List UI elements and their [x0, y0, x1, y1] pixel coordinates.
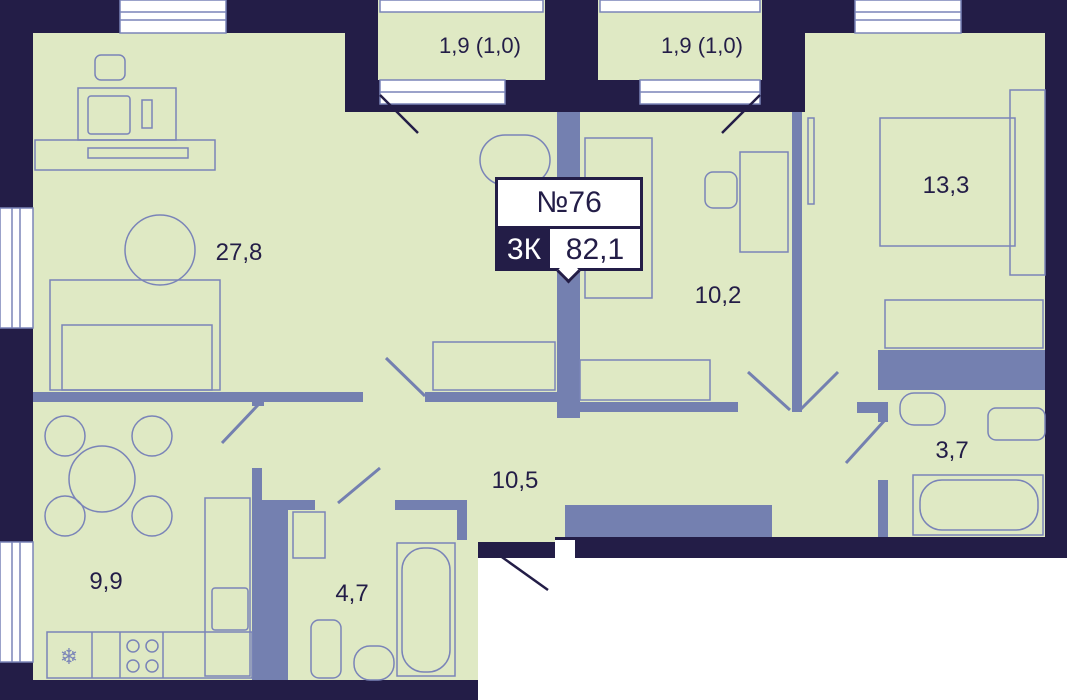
hallway-area: 10,5	[491, 467, 539, 494]
washer	[292, 511, 326, 559]
kitchen-sink	[211, 587, 249, 631]
total-area: 82,1	[565, 233, 625, 266]
windows	[0, 0, 962, 663]
living-room-area: 27,8	[215, 239, 263, 266]
bathroom-right-area: 3,7	[935, 437, 969, 464]
kitchen-counter	[204, 497, 251, 677]
room-count: 3К	[498, 229, 550, 271]
furniture	[34, 54, 1046, 681]
outside-area	[478, 558, 1067, 700]
balcony-doors	[379, 94, 761, 592]
bedroom-middle-area: 10,2	[694, 282, 742, 309]
round-table	[124, 214, 196, 286]
bedroom-right-area: 13,3	[922, 172, 970, 199]
bathroom-left-area: 4,7	[335, 580, 369, 607]
interior-doors	[220, 356, 887, 505]
sink-right	[899, 392, 946, 426]
toilet-right	[987, 407, 1046, 441]
sink-left	[353, 645, 395, 681]
desk-middle	[739, 151, 789, 253]
kitchen-area: 9,9	[89, 568, 123, 595]
bathtub-right	[912, 474, 1044, 536]
bathtub-left	[396, 542, 456, 677]
apartment-tag: №76 3К 82,1	[495, 177, 643, 284]
snowflake-icon: ❄	[60, 644, 78, 669]
bed-right	[879, 117, 1016, 247]
dining-table	[68, 445, 136, 513]
kitchen-units	[46, 631, 253, 679]
chair	[94, 54, 126, 81]
desk	[77, 87, 177, 141]
wardrobe-3	[884, 299, 1044, 349]
wardrobe-1	[432, 341, 556, 391]
balcony-left-floor	[378, 0, 545, 80]
balcony-right-area: 1,9 (1,0)	[661, 33, 743, 58]
balcony-right-floor	[598, 0, 762, 80]
balcony-left-area: 1,9 (1,0)	[439, 33, 521, 58]
wardrobe-2	[579, 359, 711, 401]
toilet-left	[310, 619, 342, 679]
apartment-number: №76	[498, 180, 640, 229]
